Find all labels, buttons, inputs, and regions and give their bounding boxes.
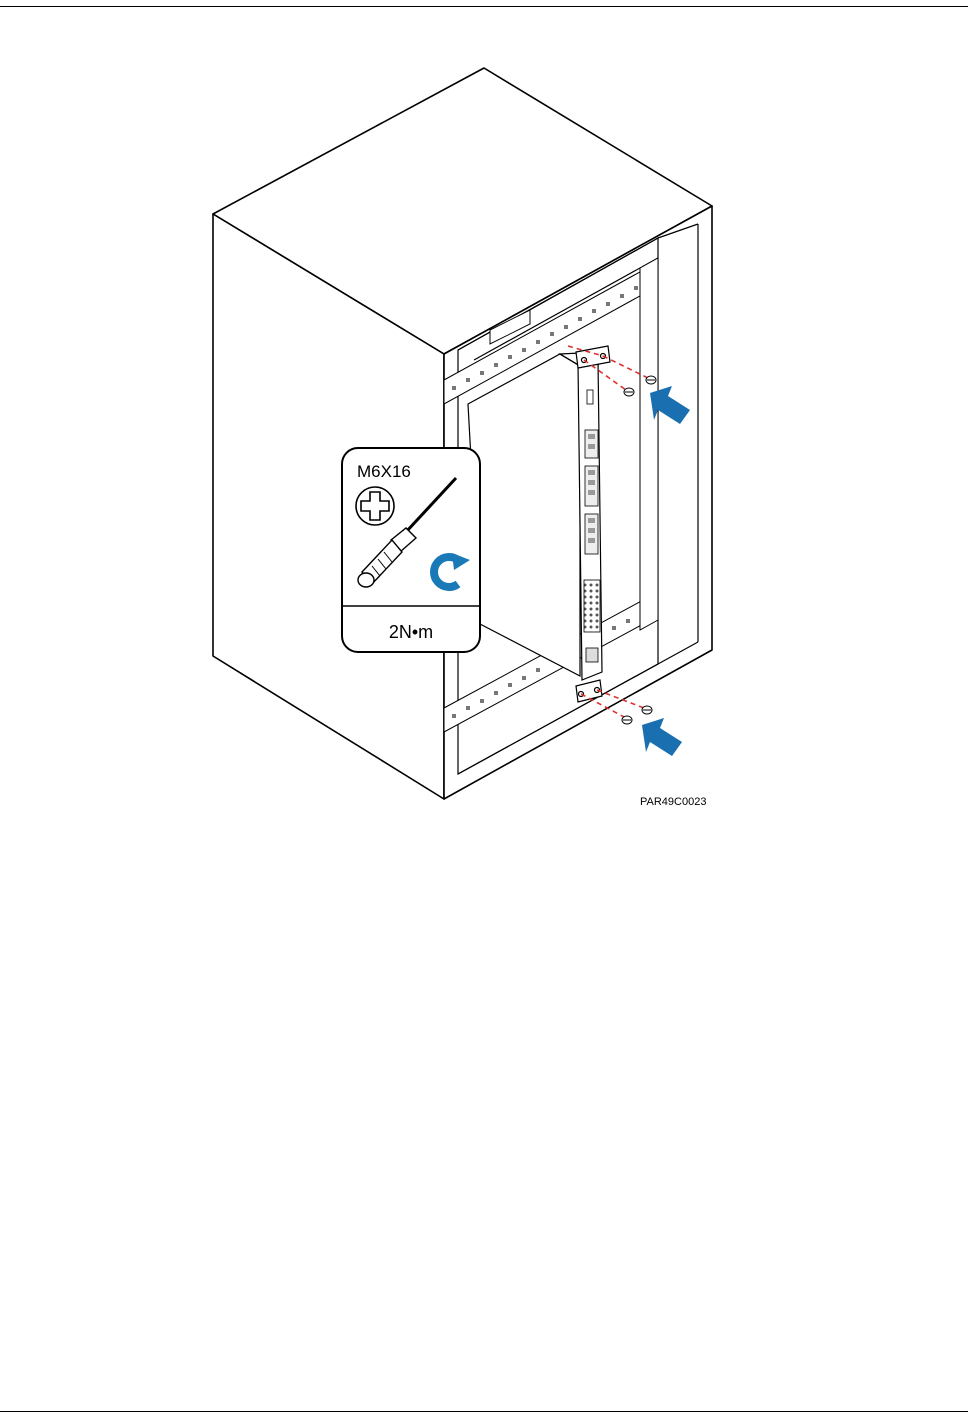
screw-icon (642, 706, 652, 714)
screw-spec-label: M6X16 (357, 462, 411, 481)
installation-figure: M6X16 2N•m PAR49C0023 (0, 0, 968, 880)
device-front-details (584, 390, 600, 662)
torque-label: 2N•m (389, 622, 433, 642)
vertical-rail (640, 258, 658, 630)
figure-code: PAR49C0023 (640, 796, 706, 808)
torque-callout: M6X16 2N•m (342, 448, 480, 652)
screw-icon (624, 388, 634, 396)
footer-rule (0, 1411, 968, 1412)
phillips-head-icon (356, 487, 394, 525)
screw-icon (646, 376, 656, 384)
power-socket (586, 648, 598, 662)
fan-grille (584, 580, 600, 632)
screw-icon (622, 716, 632, 724)
arrow-icon (642, 718, 682, 756)
